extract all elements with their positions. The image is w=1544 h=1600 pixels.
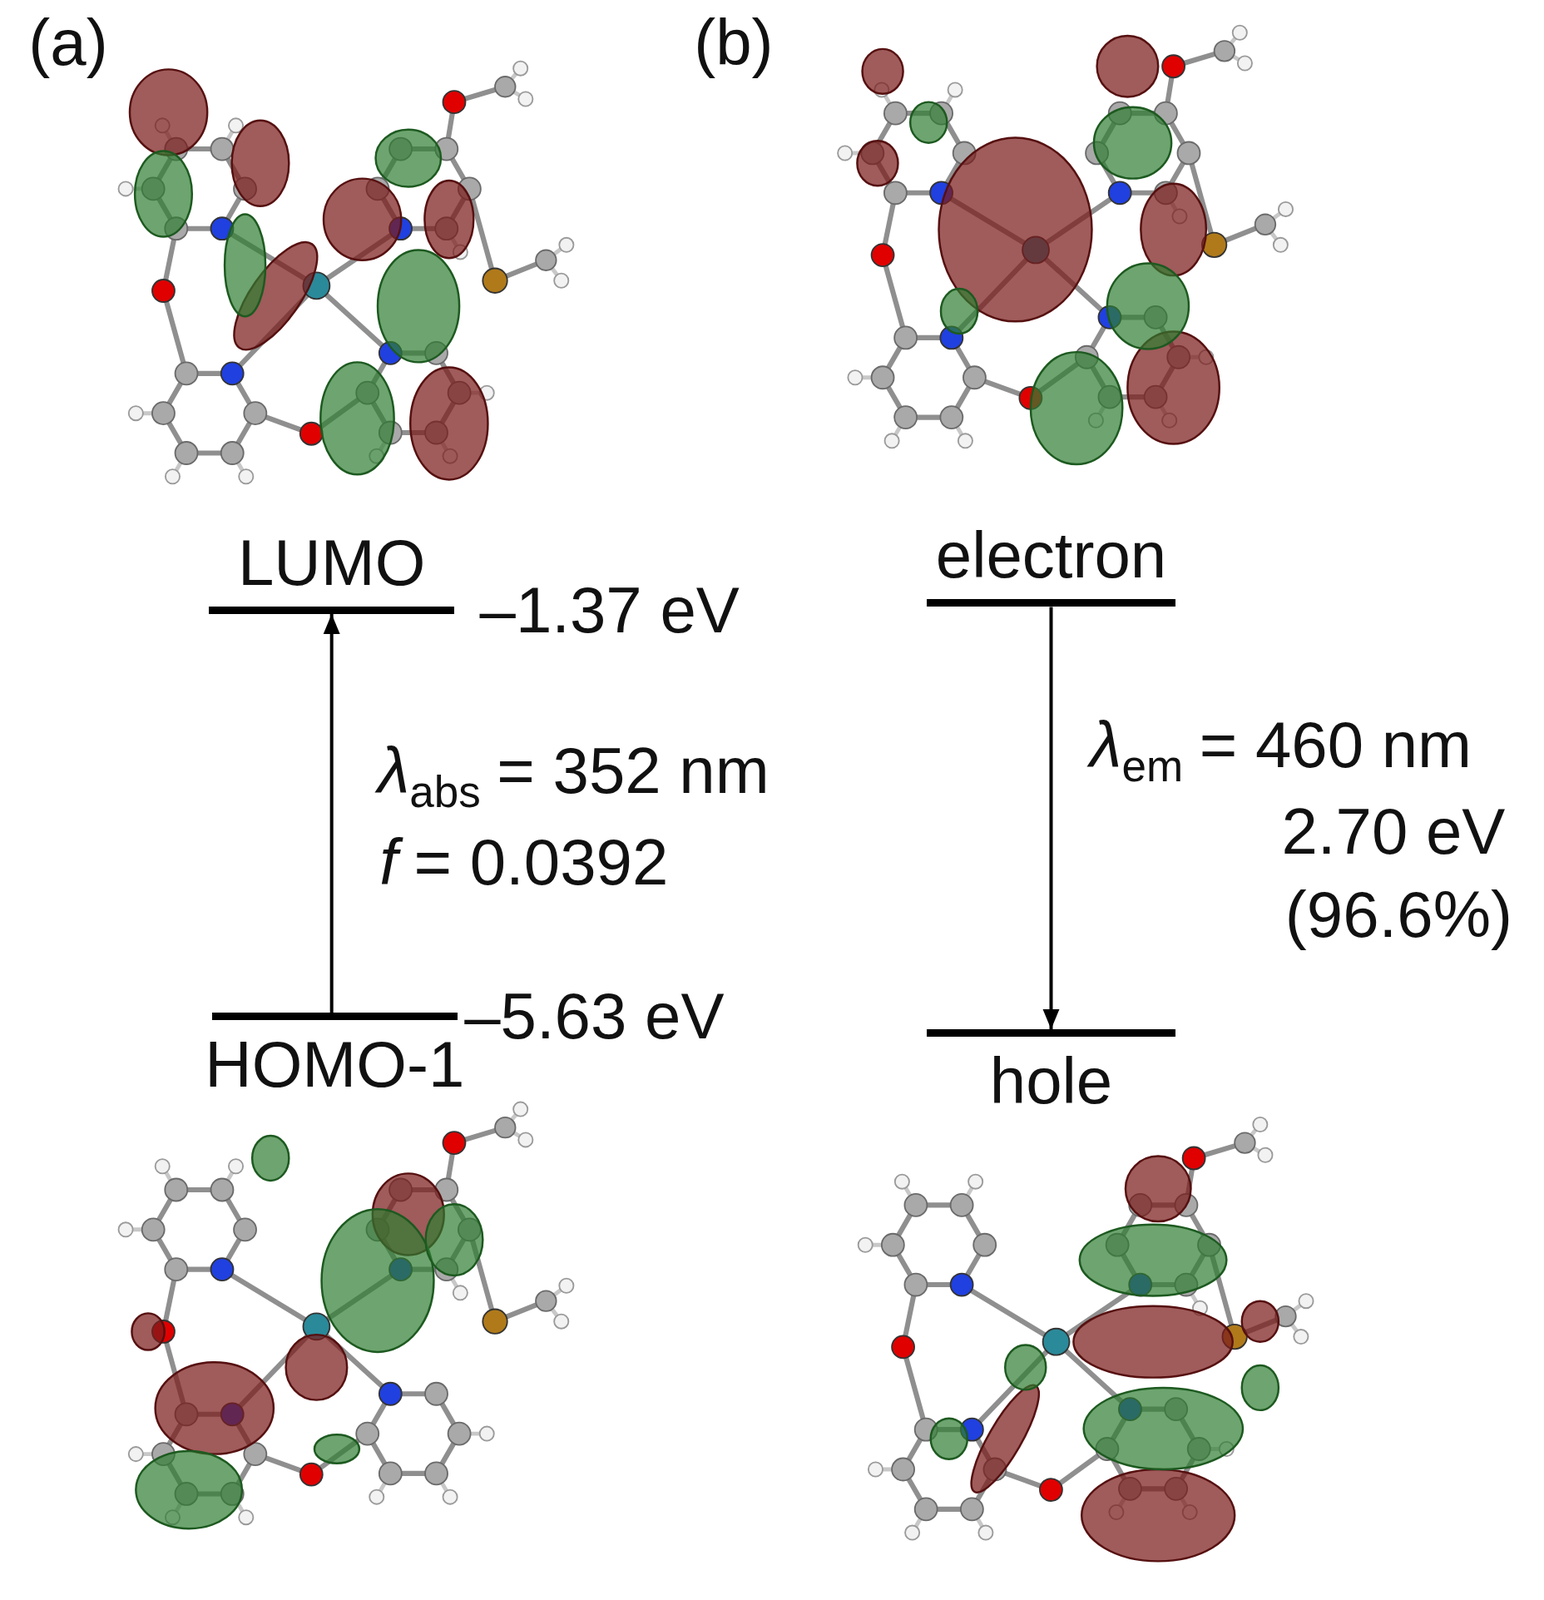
level-bar [926,598,1176,607]
annotation: (96.6%) [1285,879,1513,951]
label-text: (b) [693,5,773,80]
label-text: = 0.0392 [414,825,669,899]
annotation: λem = 460 nm [1089,709,1472,791]
annotation: (b) [693,7,773,80]
label-text: –5.63 eV [464,979,724,1053]
annotation: –5.63 eV [464,980,724,1053]
label-text: (a) [28,5,108,80]
label-text: abs [409,767,481,817]
label-text: = 460 nm [1199,707,1472,782]
level-label: HOMO-1 [204,1031,465,1097]
label-text: (96.6%) [1285,877,1513,951]
energy-level: hole [926,1029,1176,1114]
label-text: λ [377,733,410,807]
transition-arrow [1049,606,1054,1029]
energy-level: LUMO [208,529,454,614]
transition-arrow [330,613,334,1013]
annotation: –1.37 eV [480,574,740,647]
label-text: f [379,825,398,899]
level-bar [208,606,454,614]
annotation: 2.70 eV [1281,796,1505,868]
label-text: λ [1089,707,1122,782]
level-bar [926,1029,1176,1037]
level-label: LUMO [237,529,426,595]
label-text: = 352 nm [496,733,769,807]
level-label: hole [989,1048,1113,1114]
annotation: λabs = 352 nm [377,735,770,817]
annotation: f= 0.0392 [379,826,669,899]
label-text: em [1122,741,1184,791]
annotation: (a) [28,7,108,80]
energy-level: HOMO-1 [212,1012,457,1097]
energy-level: electron [926,522,1176,607]
level-label: electron [935,522,1168,588]
label-text: –1.37 eV [480,573,740,647]
level-bar [212,1012,457,1020]
label-text: 2.70 eV [1281,794,1505,868]
